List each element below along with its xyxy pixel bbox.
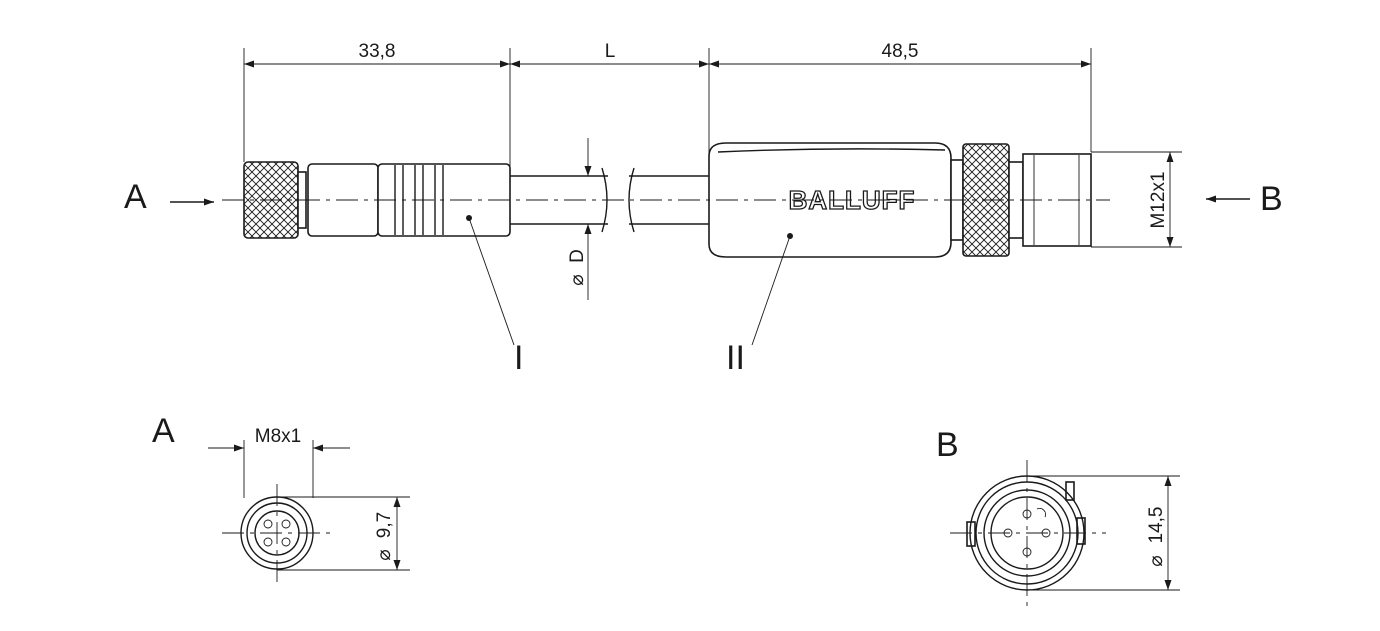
female-diameter-label: 9,7 [374, 512, 395, 538]
part-label-two: II [726, 235, 791, 377]
detail-b-label: B [936, 426, 959, 464]
female-thread-label: M8x1 [255, 426, 301, 447]
m12-dimension: M12x1 [1091, 151, 1182, 248]
svg-text:I: I [514, 339, 523, 377]
part-label-one: I [468, 217, 523, 377]
male-thread-label: M12x1 [1148, 171, 1169, 228]
detail-a-label: A [152, 412, 175, 450]
svg-text:II: II [726, 339, 745, 377]
top-dimensions: 33,8 L 48,5 [243, 41, 1092, 170]
cable-diameter-dimension: ⌀ D [567, 138, 592, 300]
svg-text:A: A [124, 178, 147, 216]
detail-view-b: B ⌀ 14,5 [936, 426, 1180, 610]
cable-diameter-label: D [567, 249, 588, 263]
diameter-symbol: ⌀ [567, 274, 588, 285]
detail-view-a: A M8x1 ⌀ 9,7 [152, 412, 410, 582]
cable-length-label: L [605, 41, 616, 62]
view-arrow-a: A [124, 178, 214, 216]
male-length-label: 48,5 [882, 41, 919, 62]
female-length-label: 33,8 [359, 41, 396, 62]
male-diameter-label: 14,5 [1146, 507, 1167, 544]
svg-text:B: B [1260, 180, 1283, 218]
diameter-symbol-a: ⌀ [374, 549, 395, 560]
brand-logo: BALLUFF [789, 185, 916, 215]
diameter-symbol-b: ⌀ [1146, 555, 1167, 566]
view-arrow-b: B [1206, 180, 1283, 218]
